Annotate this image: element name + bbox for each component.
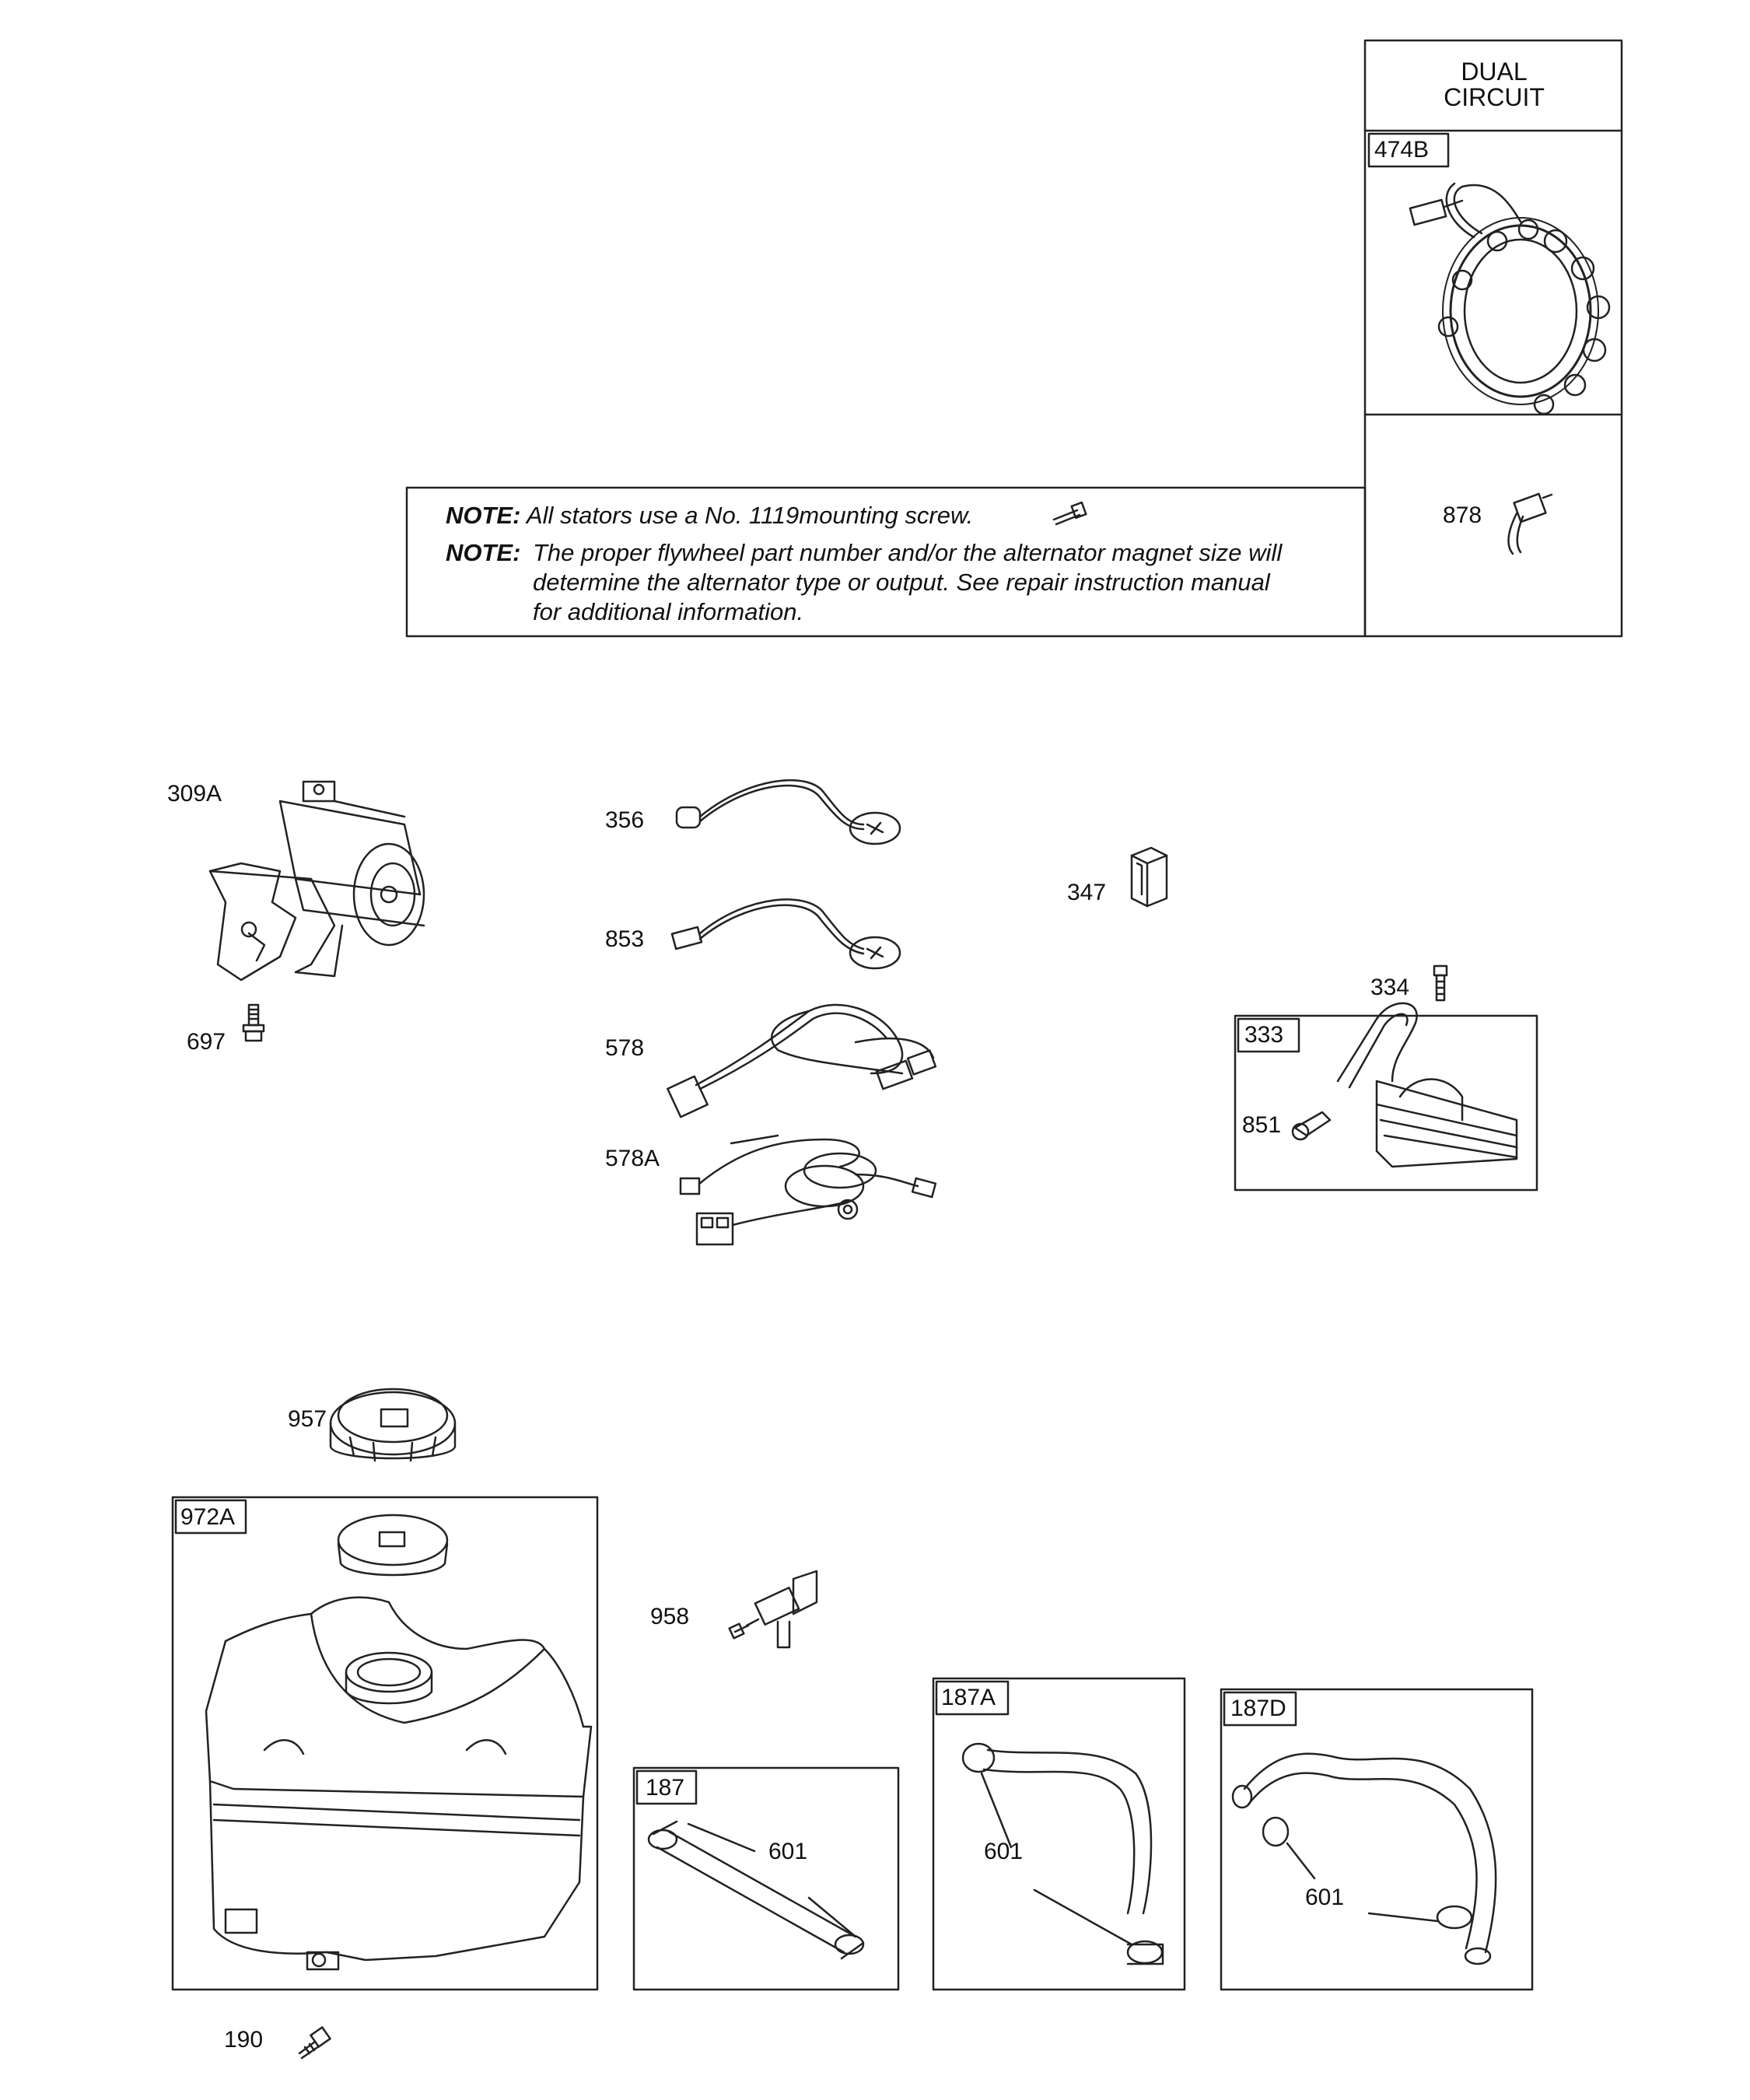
box-label-333: 333 — [1244, 1022, 1284, 1048]
part-label-356: 356 — [605, 807, 645, 833]
part-label-190: 190 — [224, 2027, 264, 2053]
note-1-text: All stators use a No. 1119mounting screw… — [526, 502, 974, 529]
part-label-309a: 309A — [167, 781, 222, 807]
note-2-line2: determine the alternator type or output.… — [533, 569, 1270, 596]
part-label-851: 851 — [1242, 1112, 1282, 1138]
part-label-958: 958 — [650, 1604, 690, 1629]
part-label-853: 853 — [605, 926, 645, 952]
box-label-187a: 187A — [941, 1685, 996, 1710]
box-label-972a: 972A — [180, 1504, 236, 1530]
dual-circuit-line1: DUAL — [1461, 58, 1528, 86]
part-label-578a: 578A — [605, 1146, 660, 1171]
note-1: NOTE: All stators use a No. 1119mounting… — [446, 501, 973, 530]
part-label-347: 347 — [1067, 880, 1107, 905]
note-2-label: NOTE: — [446, 539, 521, 566]
mounting-screw-icon — [1052, 501, 1087, 526]
stator-table-frame — [1363, 39, 1623, 638]
dual-circuit-line2: CIRCUIT — [1444, 83, 1545, 111]
dual-circuit-header: DUAL CIRCUIT — [1366, 59, 1622, 110]
fuel-cap-957-illustration — [329, 1388, 457, 1462]
fuel-line-187-box — [632, 1766, 900, 1991]
note-2-line1: The proper flywheel part number and/or t… — [533, 539, 1283, 566]
part-label-878: 878 — [1443, 502, 1482, 528]
cable-853-illustration — [670, 898, 901, 970]
note-1-label: NOTE: — [446, 502, 521, 529]
harness-578-illustration — [667, 1003, 937, 1118]
note-2-line3: for additional information. — [533, 598, 804, 625]
fuel-line-187d-box — [1220, 1688, 1534, 1991]
part-label-601-in-187: 601 — [768, 1839, 808, 1864]
starter-motor-309a-illustration — [208, 780, 425, 982]
part-label-601-in-187d: 601 — [1305, 1885, 1345, 1910]
part-347-illustration — [1130, 846, 1168, 908]
fuel-line-187a-box — [932, 1677, 1186, 1991]
note-box — [405, 486, 1367, 638]
fuel-valve-958-illustration — [728, 1570, 818, 1649]
part-label-957: 957 — [288, 1406, 327, 1432]
part-label-334: 334 — [1370, 975, 1410, 1000]
fuel-tank-972a-box — [171, 1496, 599, 1991]
stator-474b-illustration — [1409, 182, 1611, 415]
box-label-187d: 187D — [1230, 1696, 1286, 1721]
part-label-578: 578 — [605, 1035, 645, 1061]
screw-334-illustration — [1433, 964, 1448, 1002]
box-label-187: 187 — [646, 1775, 685, 1801]
connector-878-illustration — [1507, 492, 1553, 555]
part-label-697: 697 — [187, 1029, 226, 1055]
harness-578a-illustration — [679, 1134, 937, 1246]
screw-190-illustration — [298, 2026, 331, 2060]
bolt-697-illustration — [242, 1003, 265, 1042]
cable-356-illustration — [675, 779, 901, 845]
part-label-601-in-187a: 601 — [984, 1839, 1024, 1864]
ignition-coil-333-box — [1234, 1002, 1538, 1192]
box-label-474b: 474B — [1374, 137, 1430, 163]
